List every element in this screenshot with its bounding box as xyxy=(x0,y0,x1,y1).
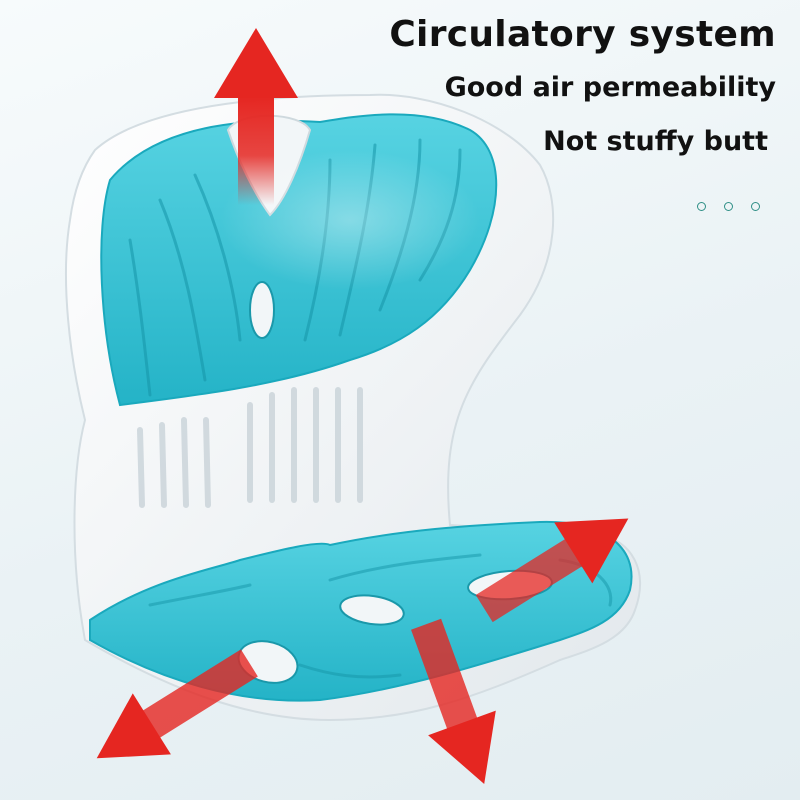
airflow-arrows xyxy=(96,28,629,784)
feature-line-comfort: Not stuffy butt xyxy=(543,126,768,157)
page-title: Circulatory system xyxy=(389,14,776,55)
arrow-up-right-icon xyxy=(475,518,629,623)
feature-line-air: Good air permeability xyxy=(444,72,776,103)
dot-icon xyxy=(697,202,706,211)
arrow-down-icon xyxy=(411,618,496,784)
arrow-down-left-icon xyxy=(96,649,258,759)
dot-icon xyxy=(751,202,760,211)
back-cushion xyxy=(100,113,498,407)
arrow-up-icon xyxy=(214,28,298,205)
dot-icon xyxy=(724,202,733,211)
decorative-dots xyxy=(697,202,760,211)
